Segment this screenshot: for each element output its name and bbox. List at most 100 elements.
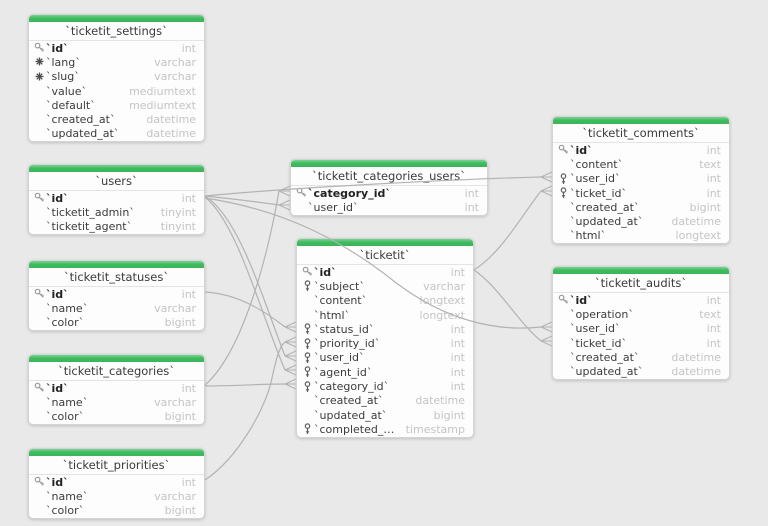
column-type: varchar — [423, 279, 465, 293]
column-row-ticketit-updated_at[interactable]: `updated_at`bigint — [297, 408, 473, 422]
column-type: bigint — [164, 410, 196, 424]
column-name: `updated_at` — [570, 215, 644, 229]
table-title-ticketit_categories_users[interactable]: `ticketit_categories_users` — [291, 167, 487, 186]
primary-key-icon — [557, 144, 570, 156]
column-type: bigint — [164, 316, 196, 330]
column-row-ticketit_settings-slug[interactable]: `slug`varchar — [29, 70, 204, 84]
column-row-ticketit_categories-id[interactable]: `id`int — [29, 381, 204, 395]
column-row-ticketit-subject[interactable]: `subject`varchar — [297, 279, 473, 293]
column-type: datetime — [415, 394, 465, 408]
primary-key-icon — [33, 192, 46, 204]
column-row-users-id[interactable]: `id`int — [29, 191, 204, 205]
column-type: varchar — [154, 301, 196, 315]
column-row-ticketit_audits-ticket_id[interactable]: `ticket_id`int — [553, 336, 729, 350]
column-row-ticketit_categories-color[interactable]: `color`bigint — [29, 410, 204, 424]
column-row-ticketit-agent_id[interactable]: `agent_id`int — [297, 365, 473, 379]
table-ticketit_comments[interactable]: `ticketit_comments``id`int`content`text`… — [552, 116, 730, 245]
column-type: mediumtext — [129, 98, 196, 112]
table-title-ticketit_comments[interactable]: `ticketit_comments` — [553, 124, 729, 143]
table-title-ticketit_priorities[interactable]: `ticketit_priorities` — [29, 456, 204, 475]
column-row-ticketit-created_at[interactable]: `created_at`datetime — [297, 394, 473, 408]
index-key-icon — [301, 423, 314, 435]
primary-key-icon — [33, 476, 46, 488]
table-header-bar — [291, 160, 487, 167]
column-row-ticketit_comments-created_at[interactable]: `created_at`bigint — [553, 200, 729, 214]
column-row-ticketit-completed_a[interactable]: `completed_a...timestamp — [297, 422, 473, 436]
column-type: int — [706, 172, 721, 186]
primary-key-icon — [33, 382, 46, 394]
column-row-ticketit_settings-value[interactable]: `value` mediumtext — [29, 84, 204, 98]
column-row-ticketit_statuses-id[interactable]: `id`int — [29, 287, 204, 301]
column-type: text — [699, 157, 721, 171]
column-name: `ticketit_admin` — [46, 205, 135, 219]
column-name: `value` — [46, 84, 88, 98]
crow-foot-arrow-ticketit_comments.ticket_id — [540, 185, 553, 197]
column-row-ticketit_comments-updated_at[interactable]: `updated_at`datetime — [553, 214, 729, 228]
column-row-ticketit_categories_users-category_id[interactable]: `category_id`int — [291, 186, 487, 200]
column-row-ticketit_audits-operation[interactable]: `operation`text — [553, 307, 729, 321]
table-title-ticketit_audits[interactable]: `ticketit_audits` — [553, 274, 729, 293]
table-title-ticketit[interactable]: `ticketit` — [297, 246, 473, 265]
column-name: `id` — [570, 293, 593, 307]
column-row-ticketit_categories_users-user_id[interactable]: `user_id`int — [291, 200, 487, 214]
table-ticketit_settings[interactable]: `ticketit_settings``id`int`lang`varchar`… — [28, 14, 205, 143]
column-row-ticketit_audits-created_at[interactable]: `created_at`datetime — [553, 350, 729, 364]
column-row-ticketit_audits-id[interactable]: `id`int — [553, 293, 729, 307]
table-ticketit_categories_users[interactable]: `ticketit_categories_users``category_id`… — [290, 159, 488, 216]
column-row-ticketit_priorities-name[interactable]: `name`varchar — [29, 489, 204, 503]
relation-line-ticketit_priorities.id-to-ticketit.priority_id — [204, 341, 286, 481]
table-ticketit[interactable]: `ticketit``id`int`subject`varchar`conten… — [296, 238, 474, 438]
column-row-ticketit_settings-updated_at[interactable]: `updated_at`datetime — [29, 127, 204, 141]
table-ticketit_statuses[interactable]: `ticketit_statuses``id`int`name`varchar`… — [28, 260, 205, 331]
column-row-ticketit_comments-content[interactable]: `content`text — [553, 157, 729, 171]
column-row-ticketit-priority_id[interactable]: `priority_id`int — [297, 336, 473, 350]
column-name: `operation` — [570, 307, 634, 321]
table-ticketit_priorities[interactable]: `ticketit_priorities``id`int`name`varcha… — [28, 448, 205, 519]
column-name: `id` — [314, 265, 337, 279]
column-row-ticketit_settings-lang[interactable]: `lang`varchar — [29, 55, 204, 69]
column-row-ticketit-id[interactable]: `id`int — [297, 265, 473, 279]
crow-foot-arrow-ticketit.category_id — [284, 378, 297, 390]
column-name: `content` — [314, 294, 368, 308]
table-header-bar — [297, 239, 473, 246]
column-row-ticketit_statuses-name[interactable]: `name`varchar — [29, 301, 204, 315]
column-row-ticketit_settings-id[interactable]: `id`int — [29, 41, 204, 55]
column-row-ticketit-content[interactable]: `content`longtext — [297, 294, 473, 308]
column-row-users-ticketit_agent[interactable]: `ticketit_agent`tinyint — [29, 220, 204, 234]
column-row-ticketit_audits-user_id[interactable]: `user_id`int — [553, 322, 729, 336]
column-type: bigint — [689, 200, 721, 214]
table-title-ticketit_statuses[interactable]: `ticketit_statuses` — [29, 268, 204, 287]
table-users[interactable]: `users``id`int`ticketit_admin`tinyint`ti… — [28, 164, 205, 235]
column-row-ticketit-user_id[interactable]: `user_id`int — [297, 351, 473, 365]
index-key-icon — [301, 337, 314, 350]
column-row-ticketit_settings-default[interactable]: `default`mediumtext — [29, 98, 204, 112]
column-row-ticketit_comments-user_id[interactable]: `user_id`int — [553, 172, 729, 186]
table-title-ticketit_categories[interactable]: `ticketit_categories` — [29, 362, 204, 381]
index-key-icon — [301, 380, 314, 393]
column-row-ticketit_statuses-color[interactable]: `color`bigint — [29, 316, 204, 330]
crow-foot-arrow-ticketit_audits.ticket_id — [540, 335, 553, 347]
table-title-ticketit_settings[interactable]: `ticketit_settings` — [29, 22, 204, 41]
column-row-ticketit_priorities-id[interactable]: `id`int — [29, 475, 204, 489]
column-name: `html` — [570, 229, 607, 243]
column-row-ticketit_comments-id[interactable]: `id`int — [553, 143, 729, 157]
column-row-ticketit_settings-created_at[interactable]: `created_at`datetime — [29, 112, 204, 126]
column-type: datetime — [671, 350, 721, 364]
primary-key-icon — [295, 187, 308, 199]
column-row-ticketit_comments-html[interactable]: `html`longtext — [553, 229, 729, 243]
column-row-ticketit-html[interactable]: `html`longtext — [297, 308, 473, 322]
table-title-users[interactable]: `users` — [29, 172, 204, 191]
table-ticketit_audits[interactable]: `ticketit_audits``id`int`operation`text`… — [552, 266, 730, 380]
column-row-ticketit-category_id[interactable]: `category_id`int — [297, 379, 473, 393]
column-row-users-ticketit_admin[interactable]: `ticketit_admin`tinyint — [29, 205, 204, 219]
column-type: int — [450, 322, 465, 336]
index-key-icon — [557, 187, 570, 199]
column-row-ticketit_categories-name[interactable]: `name`varchar — [29, 395, 204, 409]
index-key-icon — [557, 173, 570, 185]
column-row-ticketit-status_id[interactable]: `status_id`int — [297, 322, 473, 336]
column-type: mediumtext — [129, 84, 196, 98]
column-row-ticketit_priorities-color[interactable]: `color`bigint — [29, 504, 204, 518]
column-row-ticketit_audits-updated_at[interactable]: `updated_at`datetime — [553, 364, 729, 378]
table-ticketit_categories[interactable]: `ticketit_categories``id`int`name`varcha… — [28, 354, 205, 425]
column-row-ticketit_comments-ticket_id[interactable]: `ticket_id`int — [553, 186, 729, 200]
